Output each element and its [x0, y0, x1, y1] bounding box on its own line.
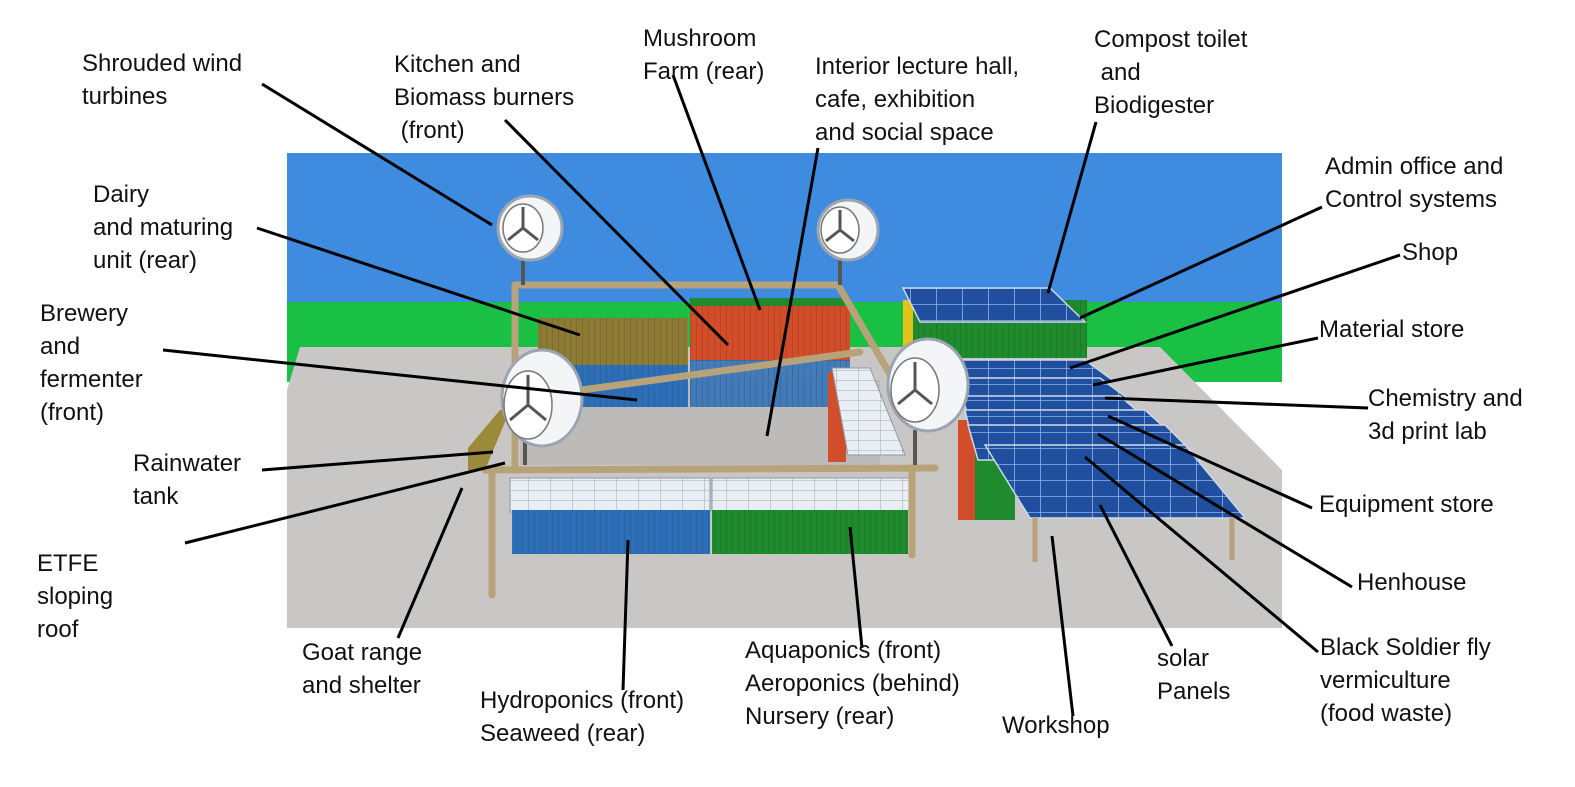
side-greenhouse: [831, 367, 906, 456]
leader-aquaponics: [848, 526, 864, 649]
label-shop: Shop: [1402, 239, 1459, 266]
label-material: Material store: [1319, 316, 1465, 343]
leader-dairy: [256, 226, 581, 337]
leader-chemistry: [1104, 396, 1369, 410]
leader-hydroponics: [621, 539, 630, 691]
label-workshop: Workshop: [1002, 712, 1110, 739]
admin-solar-panel: [901, 287, 1087, 323]
leader-admin: [1079, 205, 1323, 320]
leader-mushroom: [671, 74, 762, 311]
leader-equipment: [1107, 414, 1313, 510]
hydroponics-greenhouse: [509, 477, 711, 513]
leader-soldier-fly: [1084, 455, 1319, 654]
wind-turbine-left-front: [500, 348, 584, 465]
leader-compost: [1046, 121, 1098, 294]
leader-lecture: [765, 147, 820, 437]
wind-turbine-right-front: [886, 337, 970, 465]
mushroom-container: [690, 298, 850, 306]
leader-goat: [396, 487, 464, 639]
leader-material: [1092, 336, 1319, 387]
label-aquaponics: Aquaponics (front)Aeroponics (behind)Nur…: [745, 637, 960, 730]
label-henhouse: Henhouse: [1357, 569, 1467, 596]
wind-turbine-left-rear: [496, 194, 564, 285]
leader-henhouse: [1097, 432, 1353, 589]
leader-rainwater: [261, 450, 494, 472]
wind-turbine-right-rear: [816, 198, 880, 285]
leader-workshop: [1050, 535, 1075, 717]
leader-wind-turbines: [261, 82, 493, 227]
rainwater-tank: [468, 410, 510, 470]
label-equipment: Equipment store: [1319, 491, 1494, 518]
aquaponics-greenhouse: [711, 477, 911, 513]
leader-kitchen: [503, 118, 730, 347]
leader-solar: [1098, 504, 1174, 647]
leader-etfe: [184, 461, 506, 545]
leader-brewery: [162, 348, 638, 402]
leader-shop: [1069, 253, 1401, 370]
label-hydroponics: Hydroponics (front)Seaweed (rear): [480, 687, 685, 747]
